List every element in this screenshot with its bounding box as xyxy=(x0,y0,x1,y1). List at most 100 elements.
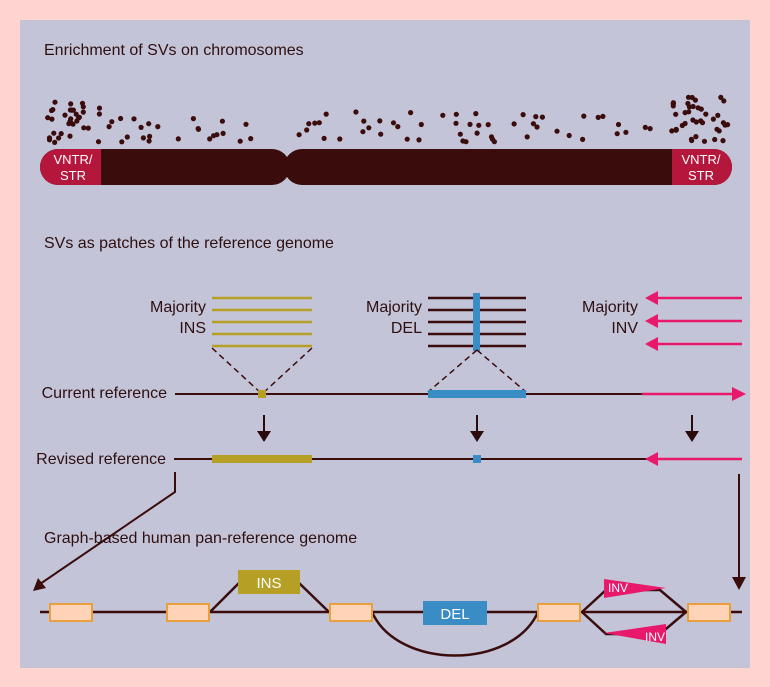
sv-dot xyxy=(73,111,79,117)
left-repeat-label-line1: VNTR/ xyxy=(54,152,93,167)
sv-dot xyxy=(155,124,161,130)
graph-connectors xyxy=(33,472,746,591)
diagonal-arrow-icon xyxy=(33,578,46,591)
sv-dot xyxy=(46,137,53,143)
sv-dot xyxy=(416,137,422,143)
sv-dot xyxy=(81,125,87,131)
sv-dot xyxy=(323,111,329,117)
sv-dot xyxy=(530,121,537,127)
sv-dot xyxy=(524,134,530,140)
sv-dot xyxy=(95,139,102,145)
sv-dot xyxy=(51,130,57,136)
sv-dot xyxy=(248,136,254,142)
graph-inv-label-top: INV xyxy=(608,581,628,595)
sv-dot xyxy=(378,131,384,137)
sv-dot xyxy=(474,130,480,136)
sv-dot xyxy=(80,104,86,110)
sv-dot xyxy=(623,129,629,135)
sv-dot xyxy=(539,114,546,120)
sv-dot xyxy=(361,118,367,124)
sv-dot xyxy=(316,120,322,126)
sv-dot xyxy=(511,121,517,127)
sv-dot xyxy=(725,122,731,128)
left-repeat-region xyxy=(40,149,101,185)
inv-arrowhead xyxy=(645,291,658,305)
sv-dot xyxy=(716,128,722,134)
left-repeat-label-line2: STR xyxy=(60,168,86,183)
sv-dot xyxy=(673,126,679,132)
sv-dot xyxy=(146,121,152,127)
majority-inv-label-line1: Majority xyxy=(582,299,638,316)
sv-dot xyxy=(453,111,459,117)
graph-del-label: DEL xyxy=(440,606,469,623)
section3-title: Graph-based human pan-reference genome xyxy=(44,530,357,547)
sv-dot xyxy=(698,106,704,112)
sv-dot xyxy=(715,112,721,118)
sv-dot xyxy=(534,124,540,130)
graph-node xyxy=(49,603,93,622)
sv-dot xyxy=(463,139,469,145)
ins-haplotype-lines xyxy=(212,296,312,348)
down-arrow-icon xyxy=(470,431,484,442)
diagram-panel xyxy=(20,20,750,668)
sv-dot xyxy=(485,122,491,128)
sv-dot xyxy=(49,116,55,122)
sv-dot xyxy=(440,112,446,118)
inv-haplotype-arrows xyxy=(645,291,742,351)
sv-dot xyxy=(390,120,397,126)
ins-projection-lines xyxy=(211,347,313,395)
sv-dot xyxy=(119,139,125,145)
sv-dot xyxy=(96,105,103,111)
section1-title: Enrichment of SVs on chromosomes xyxy=(44,42,304,59)
sv-dot xyxy=(647,126,653,132)
sv-dot xyxy=(453,120,459,126)
right-repeat-label-line1: VNTR/ xyxy=(682,152,721,167)
sv-dot xyxy=(418,121,424,128)
revision-arrows xyxy=(257,415,699,442)
sv-dot xyxy=(296,132,302,138)
sv-dot xyxy=(96,111,102,117)
del-breakpoint-marker xyxy=(473,293,480,351)
revised-del-site xyxy=(473,455,481,463)
sv-dot xyxy=(118,115,124,122)
sv-dot xyxy=(109,119,115,125)
graph-node xyxy=(166,603,210,622)
sv-dot xyxy=(52,99,58,105)
sv-dot xyxy=(712,136,718,143)
sv-dot xyxy=(404,136,410,142)
sv-dot xyxy=(243,121,249,127)
sv-dot xyxy=(175,136,181,142)
sv-dot xyxy=(685,100,691,107)
sv-dot xyxy=(219,118,225,124)
sv-dot xyxy=(408,110,414,116)
sv-dot xyxy=(673,111,679,117)
revised-ins-segment xyxy=(212,455,312,463)
sv-dot xyxy=(131,116,137,122)
sv-dot xyxy=(701,138,708,144)
sv-dot xyxy=(140,135,146,141)
sv-dot xyxy=(642,124,648,130)
sv-dot xyxy=(69,107,75,113)
sv-dot xyxy=(710,116,717,122)
sv-dot xyxy=(377,118,383,124)
sv-dot xyxy=(718,94,724,100)
sv-dot xyxy=(85,125,91,131)
sv-dot xyxy=(476,122,482,128)
sv-dot xyxy=(50,107,56,113)
sv-dot xyxy=(698,118,704,124)
sv-dot xyxy=(581,113,587,119)
sv-dot xyxy=(692,97,699,103)
sv-dot xyxy=(554,128,560,134)
sv-dot xyxy=(615,121,622,128)
sv-dot xyxy=(693,119,699,125)
graph-ins-node xyxy=(238,570,300,594)
sv-dot xyxy=(467,121,473,127)
sv-dot xyxy=(58,131,64,137)
current-del-segment xyxy=(428,390,526,398)
sv-dot xyxy=(693,134,699,140)
graph-inv-node-top xyxy=(604,579,666,598)
sv-dot xyxy=(670,100,677,106)
sv-dot xyxy=(457,131,463,137)
chromosome-right-arm xyxy=(284,149,732,185)
